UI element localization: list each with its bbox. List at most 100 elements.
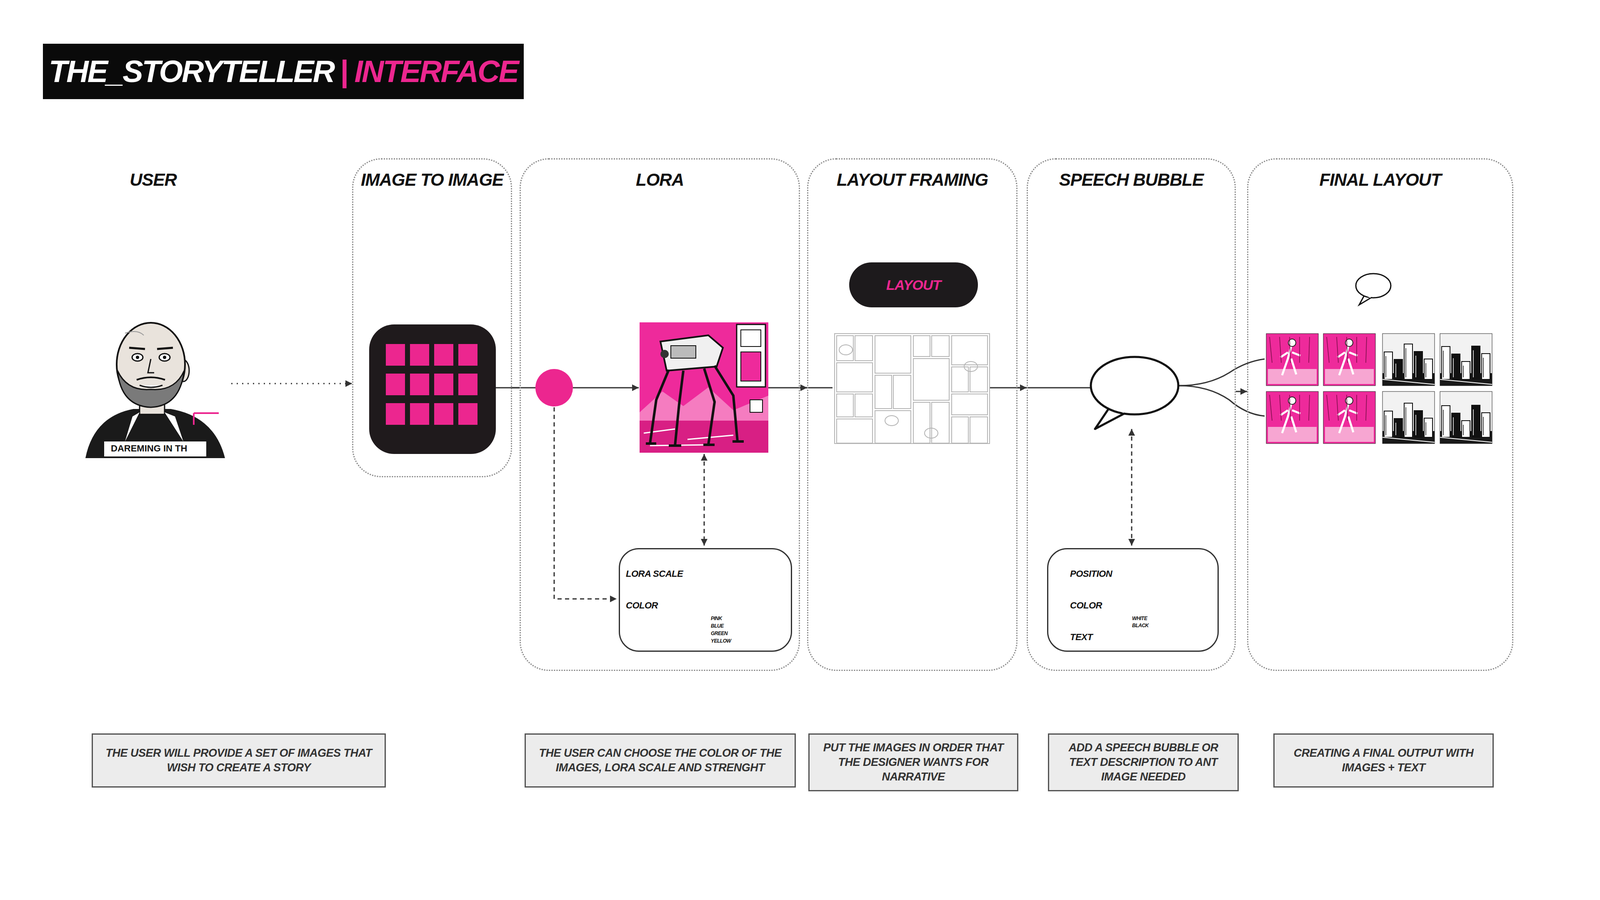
story-image (1441, 405, 1450, 438)
user-avatar (85, 322, 225, 459)
lora-image (639, 322, 769, 453)
layout-cell (875, 335, 911, 374)
story-image (1415, 355, 1417, 378)
story-image (1356, 337, 1358, 363)
grid-square (434, 403, 454, 425)
user-avatar (147, 359, 155, 373)
story-image (1323, 333, 1376, 386)
story-image (1461, 420, 1470, 438)
step-heading: SPEECH BUBBLE (1027, 159, 1235, 190)
user-avatar (139, 385, 163, 388)
flow-line (703, 454, 705, 546)
lora-image (670, 345, 696, 359)
grid-square (410, 403, 430, 425)
story-image (1269, 395, 1273, 421)
user-avatar (125, 412, 140, 442)
user-avatar (159, 353, 170, 362)
story-image (1395, 363, 1397, 378)
speech-bubble (1090, 357, 1179, 430)
flow-line (1131, 429, 1133, 546)
setting-label: LORA SCALE (625, 569, 683, 579)
story-image (1424, 418, 1433, 438)
layout-cell (875, 375, 892, 409)
story-image (1266, 391, 1319, 444)
story-image (1471, 346, 1480, 380)
grid-square (410, 373, 430, 396)
lora-image (639, 322, 769, 453)
description-box: THE USER WILL PROVIDE A SET OF IMAGES TH… (91, 733, 386, 788)
layout-burst (839, 345, 853, 355)
small-speech-bubble (1355, 273, 1391, 305)
grid-square (385, 373, 405, 396)
story-image (1481, 353, 1490, 380)
description-box: THE USER CAN CHOOSE THE COLOR OF THE IMA… (524, 733, 796, 788)
story-image (1442, 410, 1444, 436)
layout-burst (964, 361, 978, 372)
story-image (1323, 391, 1376, 444)
story-image (1365, 395, 1367, 421)
story-image (1279, 337, 1282, 363)
story-image (1405, 348, 1407, 378)
layout-cell (951, 367, 969, 393)
layout-cell (931, 402, 950, 444)
story-image (1267, 369, 1317, 385)
layout-cell (913, 358, 950, 401)
flow-connector (231, 383, 353, 385)
layout-cell (836, 335, 854, 361)
speech-bubble (1109, 403, 1125, 412)
story-image (1323, 333, 1376, 386)
story-image (1336, 337, 1339, 363)
dropdown-option: PINK (710, 616, 723, 622)
story-image (1289, 337, 1291, 363)
story-image (1440, 379, 1493, 385)
story-image (1267, 427, 1317, 443)
final-layout-images (1266, 333, 1493, 444)
flow-line (572, 387, 639, 389)
story-image (1481, 412, 1490, 438)
story-image (1382, 437, 1435, 443)
story-image (1404, 403, 1413, 438)
layout-button: LAYOUT (849, 262, 978, 308)
story-image (1472, 409, 1474, 436)
story-image (1326, 395, 1330, 421)
lora-image (660, 335, 723, 371)
story-image (1425, 363, 1427, 378)
story-image (1299, 395, 1300, 421)
layout-cell (970, 367, 988, 393)
story-image (1440, 333, 1493, 386)
grid-square (385, 344, 405, 366)
layout-cell (836, 394, 854, 418)
story-image (1382, 391, 1435, 444)
story-image (1424, 359, 1433, 380)
story-image (1405, 407, 1407, 436)
layout-cell (855, 335, 873, 361)
button-label: LAYOUT (886, 277, 941, 294)
lora-image (736, 324, 766, 388)
title-suffix: | INTERFACE (339, 53, 518, 90)
lora-image (645, 441, 744, 446)
story-image (1404, 344, 1413, 380)
story-image (1472, 350, 1474, 378)
grid-square (434, 344, 454, 366)
layout-thumbnail (834, 333, 990, 444)
layout-burst (924, 428, 938, 439)
layout-cell (970, 417, 988, 444)
description-text: PUT THE IMAGES IN ORDER THAT THE DESIGNE… (817, 740, 1009, 785)
lora-image (740, 330, 761, 347)
story-image (1325, 369, 1374, 385)
user-avatar (193, 413, 219, 425)
story-image (1482, 417, 1484, 436)
grid-square (458, 344, 478, 366)
lora-image (675, 370, 684, 446)
story-image (1308, 337, 1310, 363)
lora-image (643, 429, 734, 446)
grid-square (385, 403, 405, 425)
layout-cell (855, 394, 873, 418)
user-avatar (162, 355, 167, 360)
layout-cell (836, 362, 873, 393)
layout-burst (885, 415, 899, 426)
story-image (1415, 415, 1417, 436)
image-grid-icon (369, 324, 496, 455)
lora-image (660, 350, 669, 359)
